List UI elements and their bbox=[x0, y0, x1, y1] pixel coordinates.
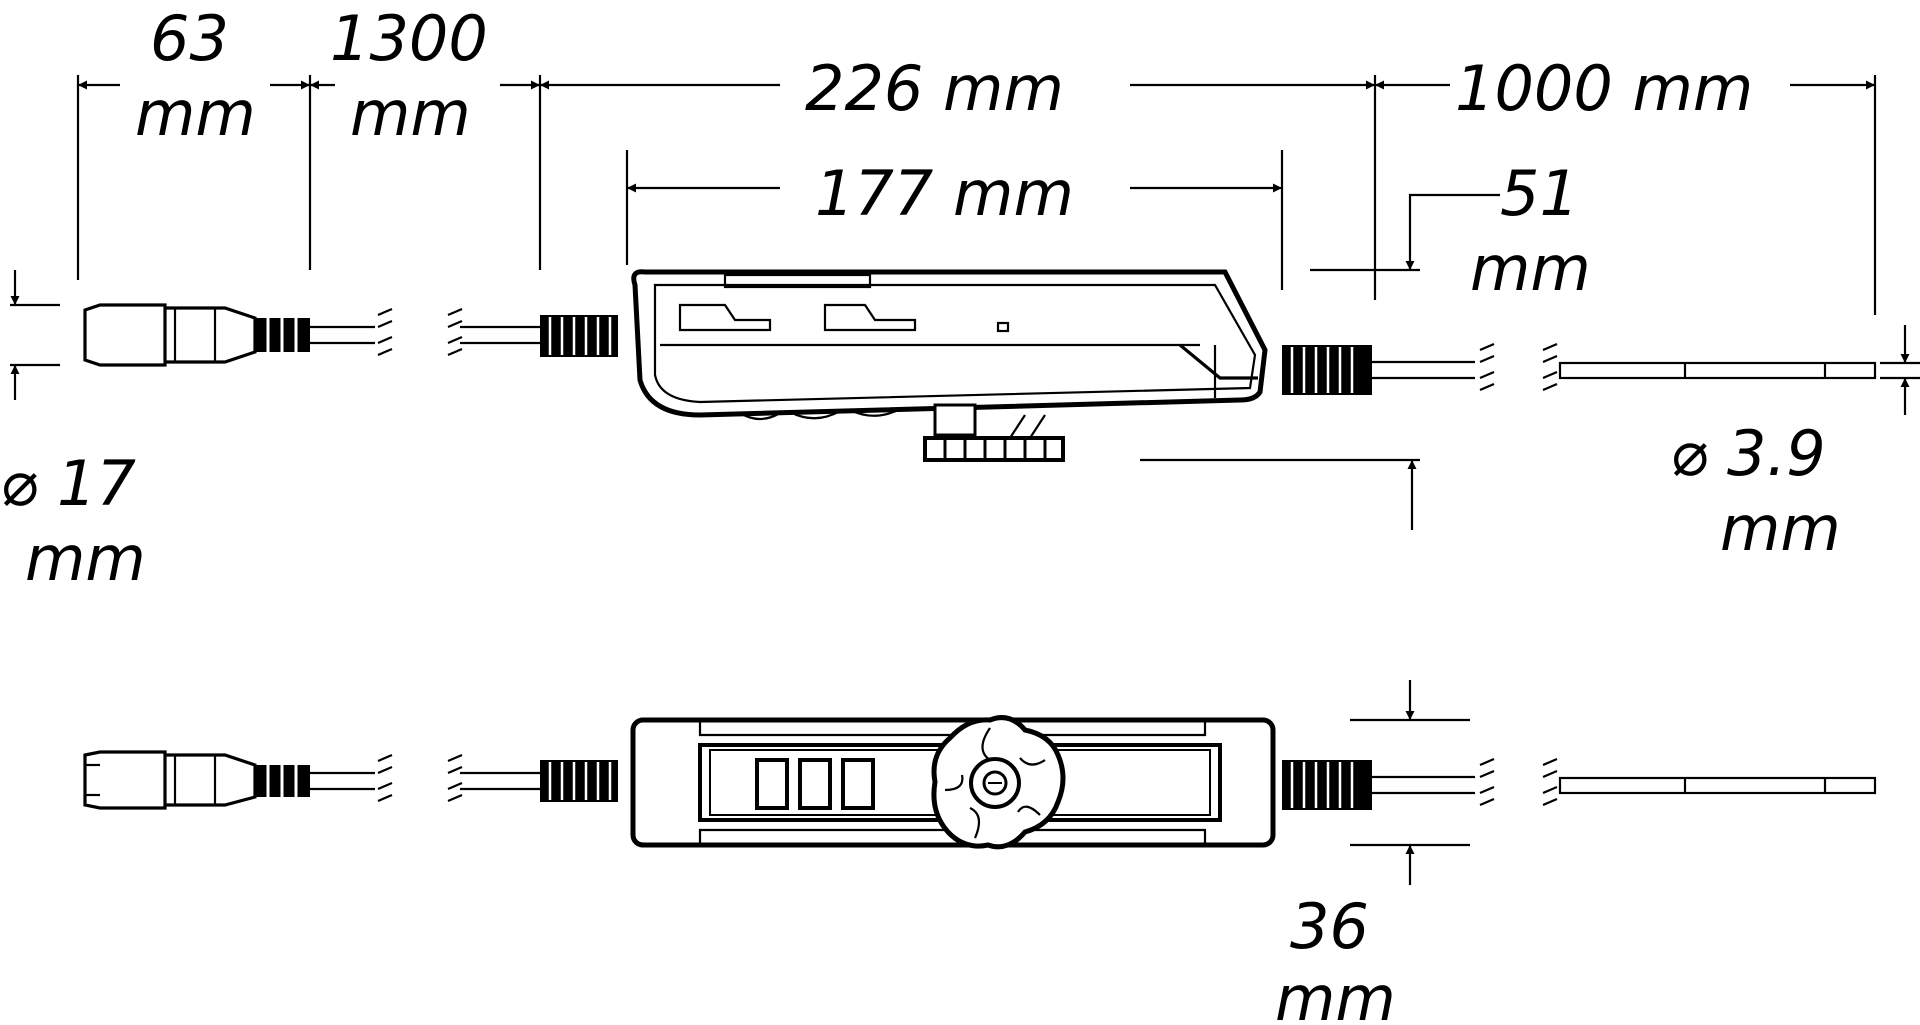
cable-right-side bbox=[1372, 342, 1877, 392]
strain-relief-left bbox=[540, 315, 618, 357]
connector-top bbox=[83, 750, 310, 810]
connector-side bbox=[83, 303, 310, 367]
label-probe-diameter-value: ⌀ 3.9 bbox=[1670, 417, 1826, 490]
cable-left-top bbox=[310, 753, 540, 803]
label-width-value: 36 bbox=[1290, 890, 1369, 963]
extension-lines-top bbox=[10, 75, 1920, 462]
side-view: 63 mm 1300 mm 226 mm 177 mm 1000 mm 51 m… bbox=[0, 2, 1920, 595]
cable-right-top bbox=[1372, 757, 1877, 807]
label-connector-length-unit: mm bbox=[135, 77, 256, 150]
label-strain-relief-value: 51 bbox=[1500, 157, 1579, 230]
top-view: 36 mm bbox=[83, 680, 1877, 1025]
label-connector-diameter-unit: mm bbox=[25, 522, 146, 595]
label-strain-relief-unit: mm bbox=[1470, 232, 1591, 305]
label-housing-length: 177 mm bbox=[815, 157, 1074, 230]
knob-top bbox=[931, 715, 1066, 850]
label-probe-diameter-unit: mm bbox=[1720, 492, 1841, 565]
dimension-width bbox=[1350, 680, 1470, 885]
label-total-length: 226 mm bbox=[805, 52, 1064, 125]
cable-left-side bbox=[310, 307, 540, 357]
label-cable-left-unit: mm bbox=[350, 77, 471, 150]
label-connector-diameter-value: ⌀ 17 bbox=[0, 447, 136, 520]
housing-side bbox=[631, 269, 1268, 462]
dimension-arrows-top bbox=[10, 80, 1910, 530]
label-connector-length-value: 63 bbox=[150, 2, 229, 75]
label-cable-left-value: 1300 bbox=[330, 2, 488, 75]
strain-relief-left-top bbox=[540, 760, 618, 802]
label-tail-length: 1000 mm bbox=[1455, 52, 1753, 125]
label-width-unit: mm bbox=[1275, 962, 1396, 1025]
